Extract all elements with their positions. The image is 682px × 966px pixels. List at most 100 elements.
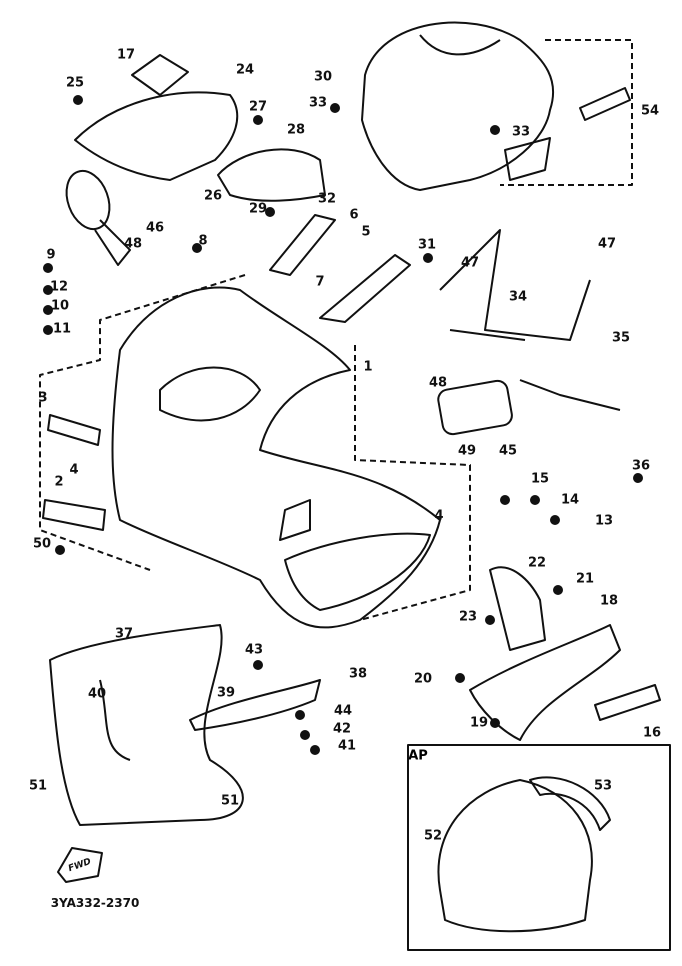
callout-label: 28 [286, 122, 306, 138]
callout-label: 47 [597, 236, 617, 252]
fastener-mark [490, 125, 500, 135]
inner-panel-24 [74, 91, 239, 181]
meter-cover-17 [131, 54, 189, 96]
callout-label: 29 [248, 201, 268, 217]
callout-label: 41 [337, 738, 357, 754]
callout-label: 30 [313, 69, 333, 85]
fastener-mark [530, 495, 540, 505]
callout-label: 45 [498, 443, 518, 459]
callout-label: 38 [348, 666, 368, 682]
callout-label: 2 [54, 474, 64, 490]
fastener-mark [310, 745, 320, 755]
callout-label: 42 [332, 721, 352, 737]
fastener-mark [43, 285, 53, 295]
fastener-mark [633, 473, 643, 483]
callout-label: 18 [599, 593, 619, 609]
callout-label: 6 [349, 207, 359, 223]
callout-label: 33 [511, 124, 531, 140]
callout-label: 26 [203, 188, 223, 204]
inset-box [407, 744, 671, 951]
fastener-mark [43, 305, 53, 315]
callout-label: 48 [123, 236, 143, 252]
fastener-mark [295, 710, 305, 720]
callout-label: 15 [530, 471, 550, 487]
callout-label: 50 [32, 536, 52, 552]
callout-label: 4 [434, 508, 444, 524]
fastener-mark [192, 243, 202, 253]
fastener-mark [43, 263, 53, 273]
callout-label: 46 [145, 220, 165, 236]
callout-label: 35 [611, 330, 631, 346]
callout-label: 17 [116, 47, 136, 63]
lower-cowling-51 [49, 624, 244, 826]
duct-22 [489, 566, 546, 651]
callout-label: 32 [317, 191, 337, 207]
callout-label: 36 [631, 458, 651, 474]
fwd-arrow [57, 847, 103, 883]
strip-53 [529, 776, 611, 831]
inset-label: AP [408, 748, 428, 764]
drawing-code: 3YA332-2370 [50, 896, 140, 910]
callout-label: 44 [333, 703, 353, 719]
callout-label: 10 [50, 298, 70, 314]
fastener-mark [73, 95, 83, 105]
fastener-mark [265, 207, 275, 217]
callout-label: 20 [413, 671, 433, 687]
fastener-mark [485, 615, 495, 625]
callout-label: 8 [198, 233, 208, 249]
callout-label: 48 [428, 375, 448, 391]
callout-label: 39 [216, 685, 236, 701]
fastener-mark [43, 325, 53, 335]
fastener-mark [423, 253, 433, 263]
callout-label: 37 [114, 626, 134, 642]
callout-label: 43 [244, 642, 264, 658]
callout-label: 25 [65, 75, 85, 91]
stay-34 [439, 229, 621, 411]
side-panel-18 [469, 624, 621, 741]
fastener-mark [490, 718, 500, 728]
callout-label: 14 [560, 492, 580, 508]
mirror-45 [437, 379, 513, 436]
callout-label: 53 [593, 778, 613, 794]
decal-2 [42, 499, 106, 531]
callout-label: 21 [575, 571, 595, 587]
fastener-mark [253, 660, 263, 670]
callout-label: 19 [469, 715, 489, 731]
duct-28 [217, 148, 326, 202]
callout-label: 3 [38, 390, 48, 406]
mirror-46 [65, 169, 111, 231]
fastener-mark [550, 515, 560, 525]
emblem-16 [594, 684, 661, 721]
panel-5 [319, 254, 411, 323]
fastener-mark [500, 495, 510, 505]
windscreen-part [361, 21, 555, 191]
upper-cowling-1 [111, 286, 441, 629]
side-cover-38 [189, 679, 321, 731]
callout-label: 12 [49, 279, 69, 295]
callout-label: 16 [642, 725, 662, 741]
fastener-mark [55, 545, 65, 555]
trim-strip-54 [579, 87, 631, 121]
callout-label: 11 [52, 321, 72, 337]
callout-label: 1 [363, 359, 373, 375]
callout-label: 51 [28, 778, 48, 794]
callout-label: 31 [417, 237, 437, 253]
callout-label: 23 [458, 609, 478, 625]
callout-label: 24 [235, 62, 255, 78]
fastener-mark [553, 585, 563, 595]
fastener-mark [330, 103, 340, 113]
callout-label: 13 [594, 513, 614, 529]
fastener-mark [455, 673, 465, 683]
callout-label: 47 [460, 255, 480, 271]
callout-label: 33 [308, 95, 328, 111]
fastener-mark [253, 115, 263, 125]
windscreen-52 [437, 779, 593, 933]
callout-label: 52 [423, 828, 443, 844]
callout-label: 7 [315, 274, 325, 290]
panel-6 [269, 214, 336, 276]
decal-3 [47, 414, 101, 446]
callout-label: 27 [248, 99, 268, 115]
callout-label: 5 [361, 224, 371, 240]
